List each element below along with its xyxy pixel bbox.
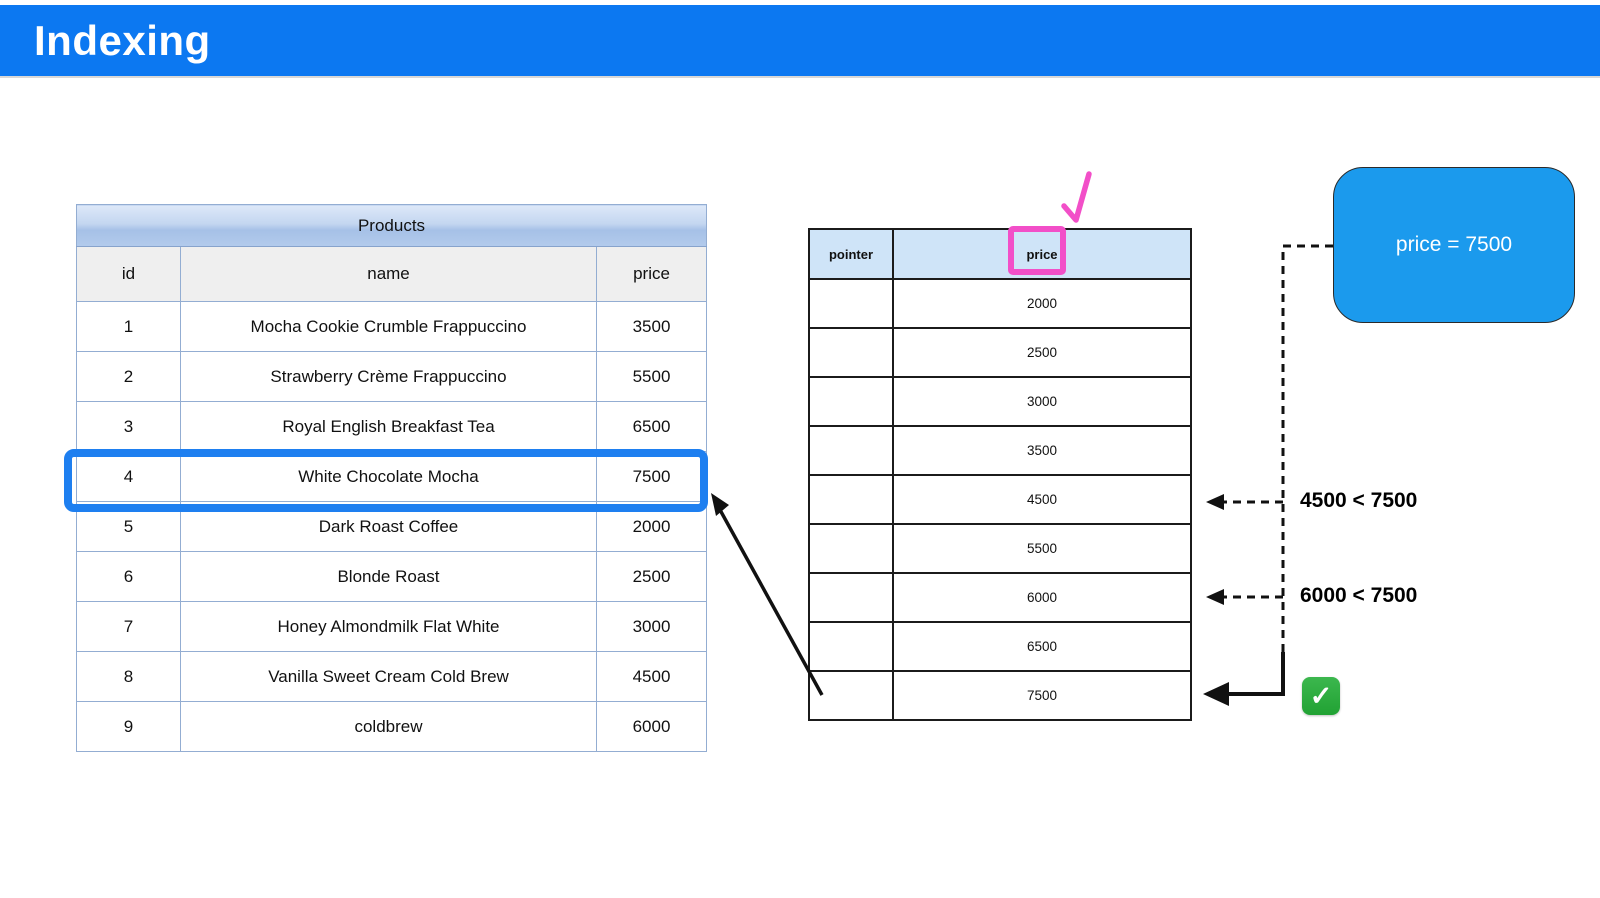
products-cell-name: White Chocolate Mocha: [180, 451, 597, 502]
products-cell-id: 7: [76, 601, 181, 652]
products-cell-name: Blonde Roast: [180, 551, 597, 602]
products-cell-price: 3500: [595, 301, 708, 352]
products-cell-name: coldbrew: [180, 701, 597, 752]
products-cell-id: 3: [76, 401, 181, 452]
index-cell-pointer: [808, 376, 894, 427]
products-col-name: name: [180, 246, 597, 302]
products-cell-id: 8: [76, 651, 181, 702]
products-cell-name: Dark Roast Coffee: [180, 501, 597, 552]
index-cell-price: 3500: [892, 425, 1192, 476]
index-col-price: price: [892, 228, 1192, 280]
branch-arrowhead-6000-icon: [1206, 589, 1224, 605]
index-cell-pointer: [808, 670, 894, 721]
index-cell-price: 5500: [892, 523, 1192, 574]
index-cell-price: 3000: [892, 376, 1192, 427]
index-row: 5500: [808, 523, 1192, 574]
index-cell-pointer: [808, 621, 894, 672]
index-cell-price: 7500: [892, 670, 1192, 721]
index-cell-pointer: [808, 327, 894, 378]
index-row: 3000: [808, 376, 1192, 427]
index-cell-pointer: [808, 278, 894, 329]
index-cell-price: 4500: [892, 474, 1192, 525]
index-row: 2500: [808, 327, 1192, 378]
success-check-icon: ✓: [1302, 677, 1340, 715]
match-arrow-7500: [1228, 652, 1285, 696]
products-cell-id: 4: [76, 451, 181, 502]
app-header: Indexing: [0, 5, 1600, 78]
products-cell-id: 9: [76, 701, 181, 752]
index-row: 6000: [808, 572, 1192, 623]
index-row: 7500: [808, 670, 1192, 721]
index-col-pointer: pointer: [808, 228, 894, 280]
index-row: 2000: [808, 278, 1192, 329]
index-cell-price: 6000: [892, 572, 1192, 623]
products-cell-price: 2000: [595, 501, 708, 552]
products-table-header-row: id name price: [76, 246, 708, 302]
products-cell-id: 2: [76, 351, 181, 402]
products-cell-name: Strawberry Crème Frappuccino: [180, 351, 597, 402]
index-cell-price: 2000: [892, 278, 1192, 329]
index-cell-pointer: [808, 572, 894, 623]
products-cell-id: 1: [76, 301, 181, 352]
products-cell-name: Mocha Cookie Crumble Frappuccino: [180, 301, 597, 352]
products-cell-name: Royal English Breakfast Tea: [180, 401, 597, 452]
products-cell-price: 3000: [595, 601, 708, 652]
comparison-annotation-2: 6000 < 7500: [1300, 584, 1418, 607]
match-arrowhead-7500-icon: [1203, 682, 1229, 706]
index-cell-pointer: [808, 474, 894, 525]
index-row: 4500: [808, 474, 1192, 525]
index-cell-pointer: [808, 523, 894, 574]
index-table-header-row: pointer price: [808, 228, 1192, 280]
products-cell-price: 4500: [595, 651, 708, 702]
pointer-arrow-line: [717, 507, 824, 696]
pink-check-mark-icon: [1061, 171, 1092, 223]
products-col-id: id: [76, 246, 181, 302]
products-cell-name: Honey Almondmilk Flat White: [180, 601, 597, 652]
products-cell-price: 6000: [595, 701, 708, 752]
page-title: Indexing: [34, 16, 211, 64]
products-cell-name: Vanilla Sweet Cream Cold Brew: [180, 651, 597, 702]
products-cell-price: 5500: [595, 351, 708, 402]
products-col-price: price: [595, 246, 708, 302]
products-table-title: Products: [75, 204, 708, 247]
products-cell-price: 7500: [595, 451, 708, 502]
index-row: 6500: [808, 621, 1192, 672]
products-cell-price: 2500: [595, 551, 708, 602]
query-box: price = 7500: [1333, 167, 1575, 323]
pointer-arrowhead-icon: [711, 493, 729, 516]
index-cell-pointer: [808, 425, 894, 476]
index-cell-price: 2500: [892, 327, 1192, 378]
products-cell-price: 6500: [595, 401, 708, 452]
index-row: 3500: [808, 425, 1192, 476]
query-label: price = 7500: [1395, 233, 1513, 256]
comparison-annotation-1: 4500 < 7500: [1300, 489, 1418, 512]
products-cell-id: 6: [76, 551, 181, 602]
products-cell-id: 5: [76, 501, 181, 552]
index-cell-price: 6500: [892, 621, 1192, 672]
branch-arrowhead-4500-icon: [1206, 494, 1224, 510]
products-table-title-row: Products: [75, 204, 708, 247]
